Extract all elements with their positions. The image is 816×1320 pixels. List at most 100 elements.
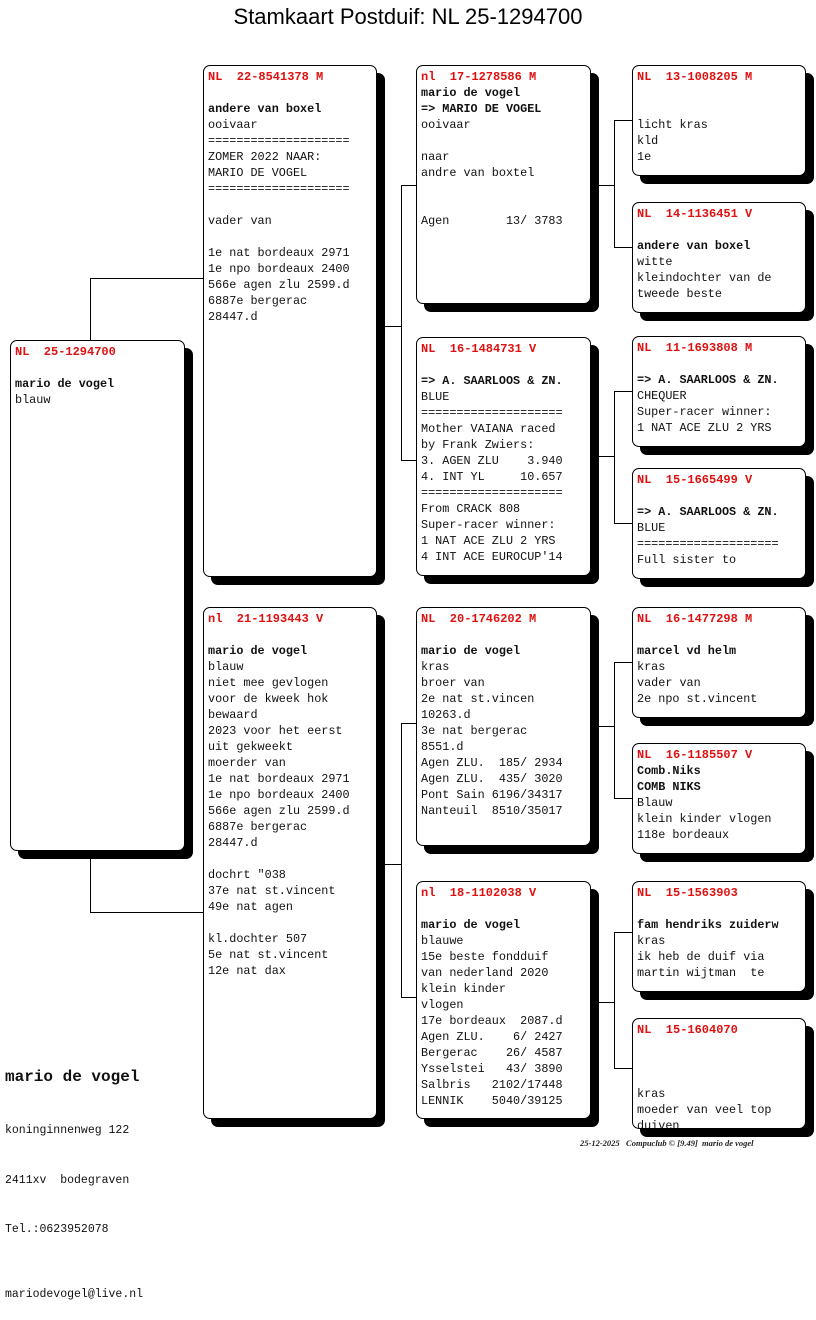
connector-line	[401, 185, 402, 461]
pigeon-note-line	[421, 133, 586, 149]
owner-block: mario de vogel koninginnenweg 122 2411xv…	[5, 1034, 143, 1320]
pigeon-note-line: Mother VAIANA raced	[421, 422, 556, 436]
pigeon-note-line	[637, 1038, 801, 1054]
pigeon-note-line: kld	[637, 134, 659, 148]
pigeon-note-line	[637, 356, 801, 372]
pigeon-note-line: 2e nat st.vincen	[421, 692, 535, 706]
breeder-name: marcel vd helm	[637, 644, 737, 658]
pigeon-note-line	[208, 229, 372, 245]
connector-line	[401, 997, 416, 998]
pigeon-note-line	[421, 627, 586, 643]
pigeon-note-line: moerder van	[208, 756, 286, 770]
pigeon-note-line: blauw	[208, 660, 244, 674]
breeder-name: => A. SAARLOOS & ZN.	[637, 505, 779, 519]
pigeon-note-line: 1 NAT ACE ZLU 2 YRS	[421, 534, 556, 548]
ring-number: nl 18-1102038 V	[421, 886, 537, 900]
pigeon-note-line: Super-racer winner:	[637, 405, 772, 419]
connector-line	[614, 798, 632, 799]
connector-line	[614, 662, 632, 663]
pigeon-note-line: 3. AGEN ZLU 3.940	[421, 454, 563, 468]
pigeon-note-line: Super-racer winner:	[421, 518, 556, 532]
ring-number: NL 11-1693808 M	[637, 341, 753, 355]
pigeon-card-sds[interactable]: NL 11-1693808 M=> A. SAARLOOS & ZN.CHEQU…	[632, 336, 806, 447]
pigeon-note-line: vlogen	[421, 998, 464, 1012]
pigeon-note-line: kras	[637, 660, 666, 674]
pigeon-note-line: ====================	[421, 406, 563, 420]
footer-credit: 25-12-2025 Compuclub © [9.49] mario de v…	[580, 1138, 754, 1148]
breeder-name: COMB NIKS	[637, 780, 701, 794]
breeder-name: mario de vogel	[421, 86, 521, 100]
connector-line	[614, 932, 632, 933]
pigeon-note-line	[637, 1070, 801, 1086]
pigeon-note-line: Blauw	[637, 796, 673, 810]
pigeon-note-line: van nederland 2020	[421, 966, 549, 980]
connector-line	[385, 326, 402, 327]
ring-number: NL 13-1008205 M	[637, 70, 753, 84]
connector-line	[614, 932, 615, 1069]
connector-line	[401, 185, 416, 186]
pigeon-note-line: 1e npo bordeaux 2400	[208, 788, 350, 802]
pigeon-note-line: uit gekweekt	[208, 740, 293, 754]
breeder-name: fam hendriks zuiderw	[637, 918, 779, 932]
pigeon-note-line: 2e npo st.vincent	[637, 692, 758, 706]
pigeon-note-line: ====================	[421, 486, 563, 500]
pigeon-note-line: ooivaar	[421, 118, 471, 132]
owner-name: mario de vogel	[5, 1068, 140, 1086]
breeder-name: mario de vogel	[421, 918, 521, 932]
connector-line	[599, 456, 615, 457]
pigeon-note-line: licht kras	[637, 118, 708, 132]
pigeon-note-line	[15, 360, 180, 376]
pigeon-note-line: witte	[637, 255, 673, 269]
pigeon-note-line: 10263.d	[421, 708, 471, 722]
pigeon-note-line	[208, 197, 372, 213]
pigeon-note-line: naar	[421, 150, 450, 164]
breeder-name: => MARIO DE VOGEL	[421, 102, 542, 116]
pigeon-note-line: 4. INT YL 10.657	[421, 470, 563, 484]
connector-line	[90, 278, 91, 340]
page-title: Stamkaart Postduif: NL 25-1294700	[233, 4, 583, 29]
pigeon-note-line	[637, 901, 801, 917]
pigeon-note-line: 6887e bergerac	[208, 294, 308, 308]
pigeon-note-line: ====================	[208, 182, 350, 196]
pigeon-note-line: 15e beste fondduif	[421, 950, 549, 964]
pigeon-note-line	[637, 85, 801, 101]
pigeon-note-line	[637, 627, 801, 643]
connector-line	[614, 391, 615, 524]
pigeon-note-line: 17e bordeaux 2087.d	[421, 1014, 563, 1028]
ring-number: NL 25-1294700	[15, 345, 116, 359]
pigeon-note-line: 28447.d	[208, 310, 258, 324]
pigeon-card-sire-dam[interactable]: NL 16-1484731 V=> A. SAARLOOS & ZN.BLUE=…	[416, 337, 591, 576]
pigeon-note-line: by Frank Zwiers:	[421, 438, 535, 452]
ring-number: NL 16-1185507 V	[637, 748, 753, 762]
pigeon-note-line: 2023 voor het eerst	[208, 724, 343, 738]
connector-line	[614, 120, 632, 121]
pigeon-note-line: 6887e bergerac	[208, 820, 308, 834]
breeder-name: Comb.Niks	[637, 764, 701, 778]
connector-line	[385, 864, 402, 865]
breeder-name: mario de vogel	[15, 377, 115, 391]
connector-line	[90, 858, 91, 912]
pigeon-note-line: 1e npo bordeaux 2400	[208, 262, 350, 276]
breeder-name: => A. SAARLOOS & ZN.	[421, 374, 563, 388]
pigeon-note-line: 12e nat dax	[208, 964, 286, 978]
owner-phone: Tel.:0623952078	[5, 1223, 109, 1236]
pigeon-note-line: 37e nat st.vincent	[208, 884, 336, 898]
breeder-name: andere van boxel	[637, 239, 751, 253]
pigeon-note-line	[208, 627, 372, 643]
pigeon-note-line: 566e agen zlu 2599.d	[208, 804, 350, 818]
breeder-name: mario de vogel	[208, 644, 308, 658]
pigeon-note-line	[208, 85, 372, 101]
pigeon-card-sdd[interactable]: NL 15-1665499 V=> A. SAARLOOS & ZN.BLUE=…	[632, 468, 806, 579]
